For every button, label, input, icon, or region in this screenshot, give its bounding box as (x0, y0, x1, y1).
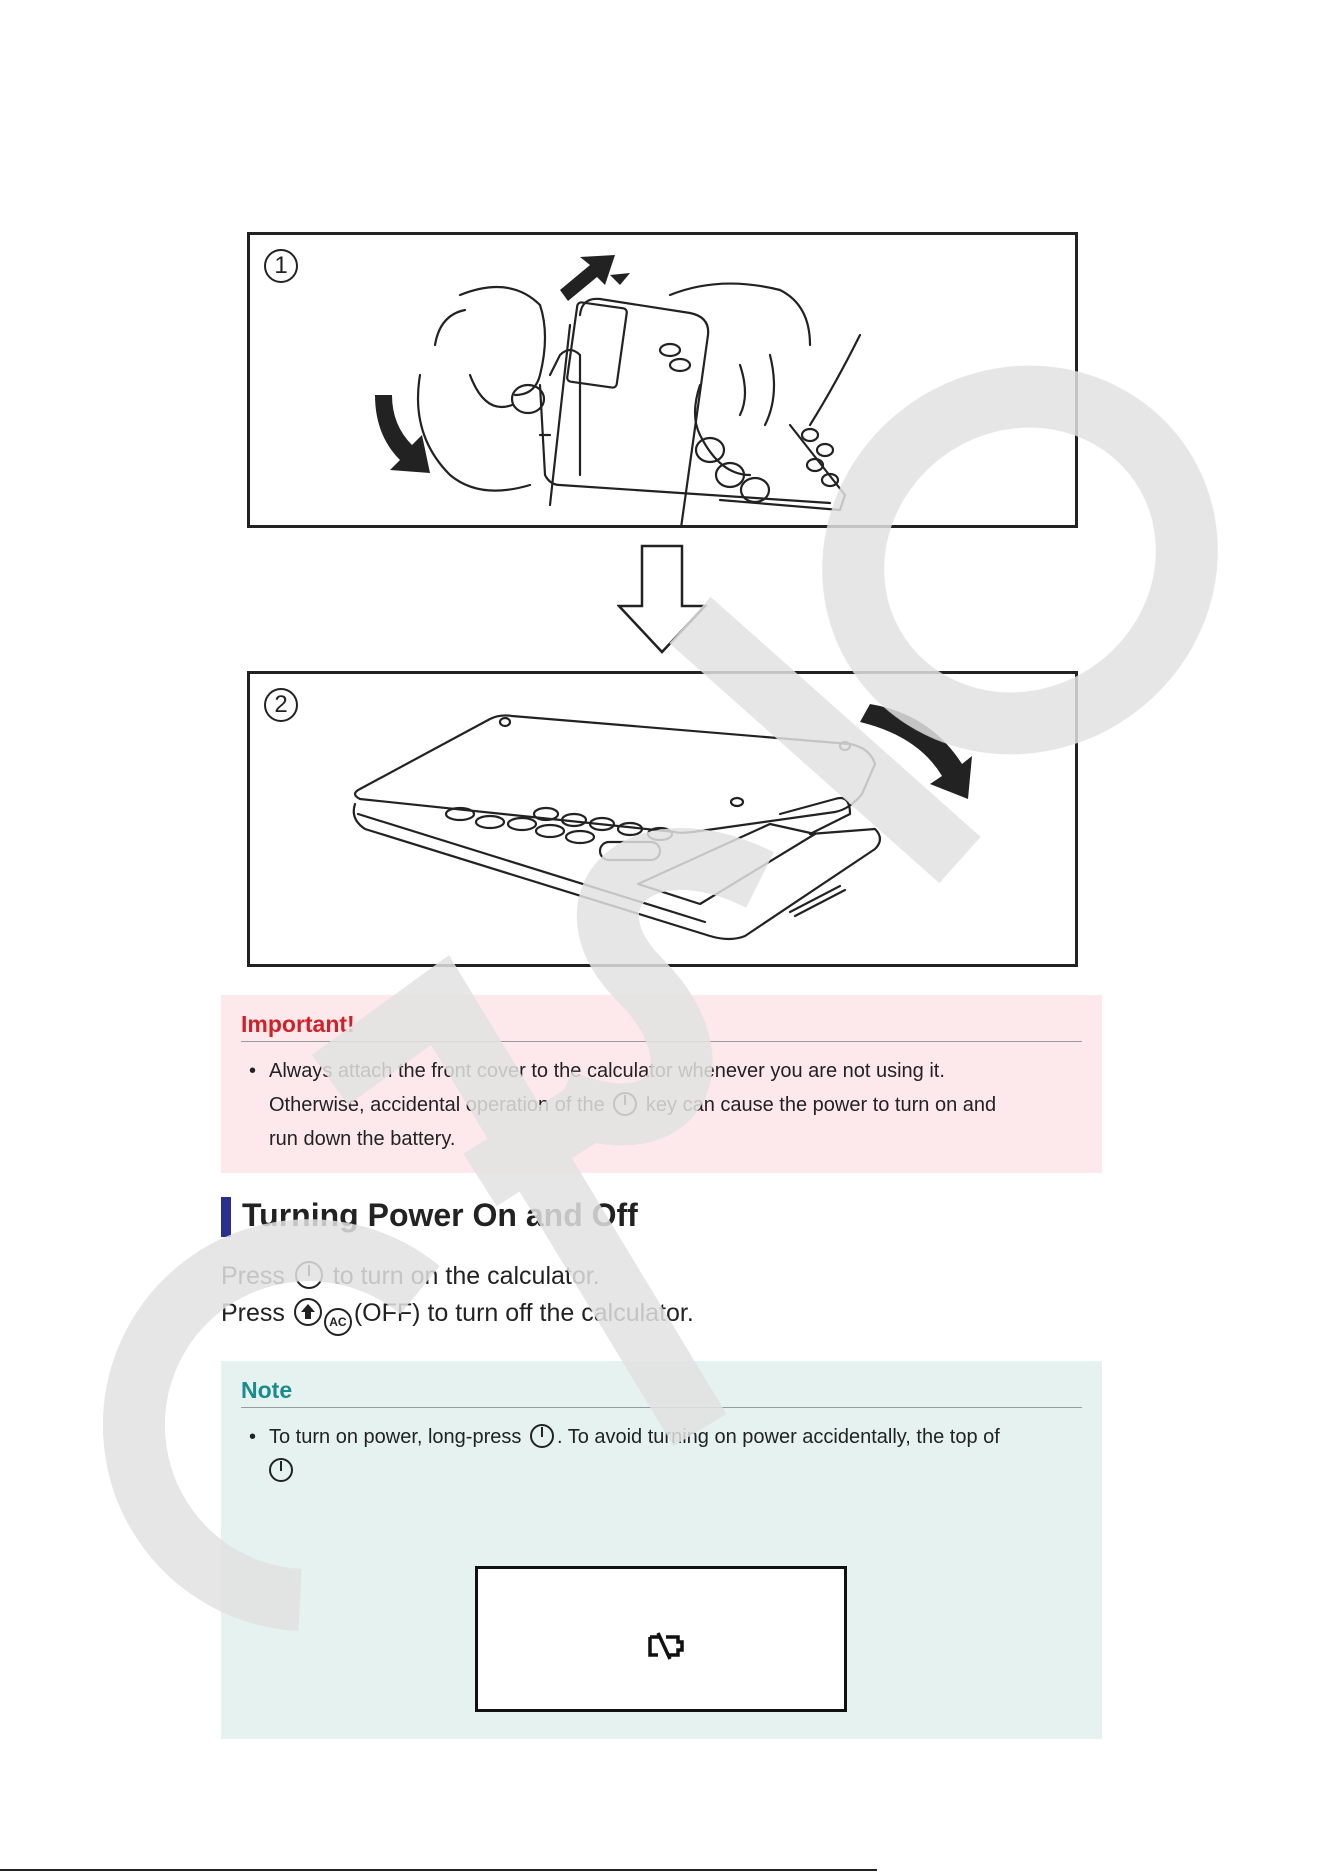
heading-accent-bar (221, 1197, 231, 1237)
step-2-number: 2 (264, 688, 298, 722)
power-off-text: (OFF) to turn off the calculator. (353, 1299, 694, 1327)
important-text-line3: run down the battery. (269, 1128, 456, 1150)
step-1-number: 1 (264, 249, 298, 283)
footer-divider (0, 1869, 877, 1871)
remove-cover-drawing (375, 255, 862, 525)
important-text-line2b: key can cause the power to turn on and (645, 1094, 997, 1116)
power-on-text: to turn on the calculator. (332, 1262, 600, 1290)
section-heading: Turning Power On and Off (242, 1197, 638, 1233)
note-callout: Note • To turn on power, long-press . To… (221, 1361, 1102, 1739)
press-label: Press (221, 1262, 285, 1290)
note-text: • To turn on power, long-press . To avoi… (241, 1408, 1082, 1488)
attach-cover-drawing (352, 704, 972, 941)
low-battery-icon (648, 1632, 684, 1660)
step-1-illustration: 1 (247, 232, 1078, 528)
power-key-icon (613, 1092, 638, 1116)
important-text-line1: Always attach the front cover to the cal… (269, 1060, 945, 1082)
power-key-icon (294, 1261, 323, 1289)
note-text-part2: . To avoid turning on power accidentally… (556, 1426, 1000, 1448)
power-off-instruction: Press AC(OFF) to turn off the calculator… (221, 1295, 694, 1336)
important-callout: Important! • Always attach the front cov… (221, 995, 1102, 1173)
note-title: Note (241, 1377, 293, 1403)
bullet: • (249, 1060, 257, 1082)
step-2-illustration: 2 (247, 671, 1078, 967)
power-key-icon (529, 1424, 554, 1448)
power-key-icon (269, 1458, 293, 1482)
ac-key-icon: AC (323, 1308, 352, 1336)
important-text: • Always attach the front cover to the c… (241, 1042, 1082, 1156)
important-text-line2: Otherwise, accidental operation of the (269, 1094, 605, 1116)
power-on-instruction: Press to turn on the calculator. (221, 1258, 600, 1294)
note-text-part1: To turn on power, long-press (269, 1426, 522, 1448)
press-label: Press (221, 1299, 285, 1327)
calculator-display (475, 1566, 847, 1712)
down-arrow-icon (617, 544, 707, 654)
bullet: • (249, 1426, 257, 1448)
shift-key-icon (293, 1298, 322, 1326)
important-title: Important! (241, 1011, 355, 1037)
